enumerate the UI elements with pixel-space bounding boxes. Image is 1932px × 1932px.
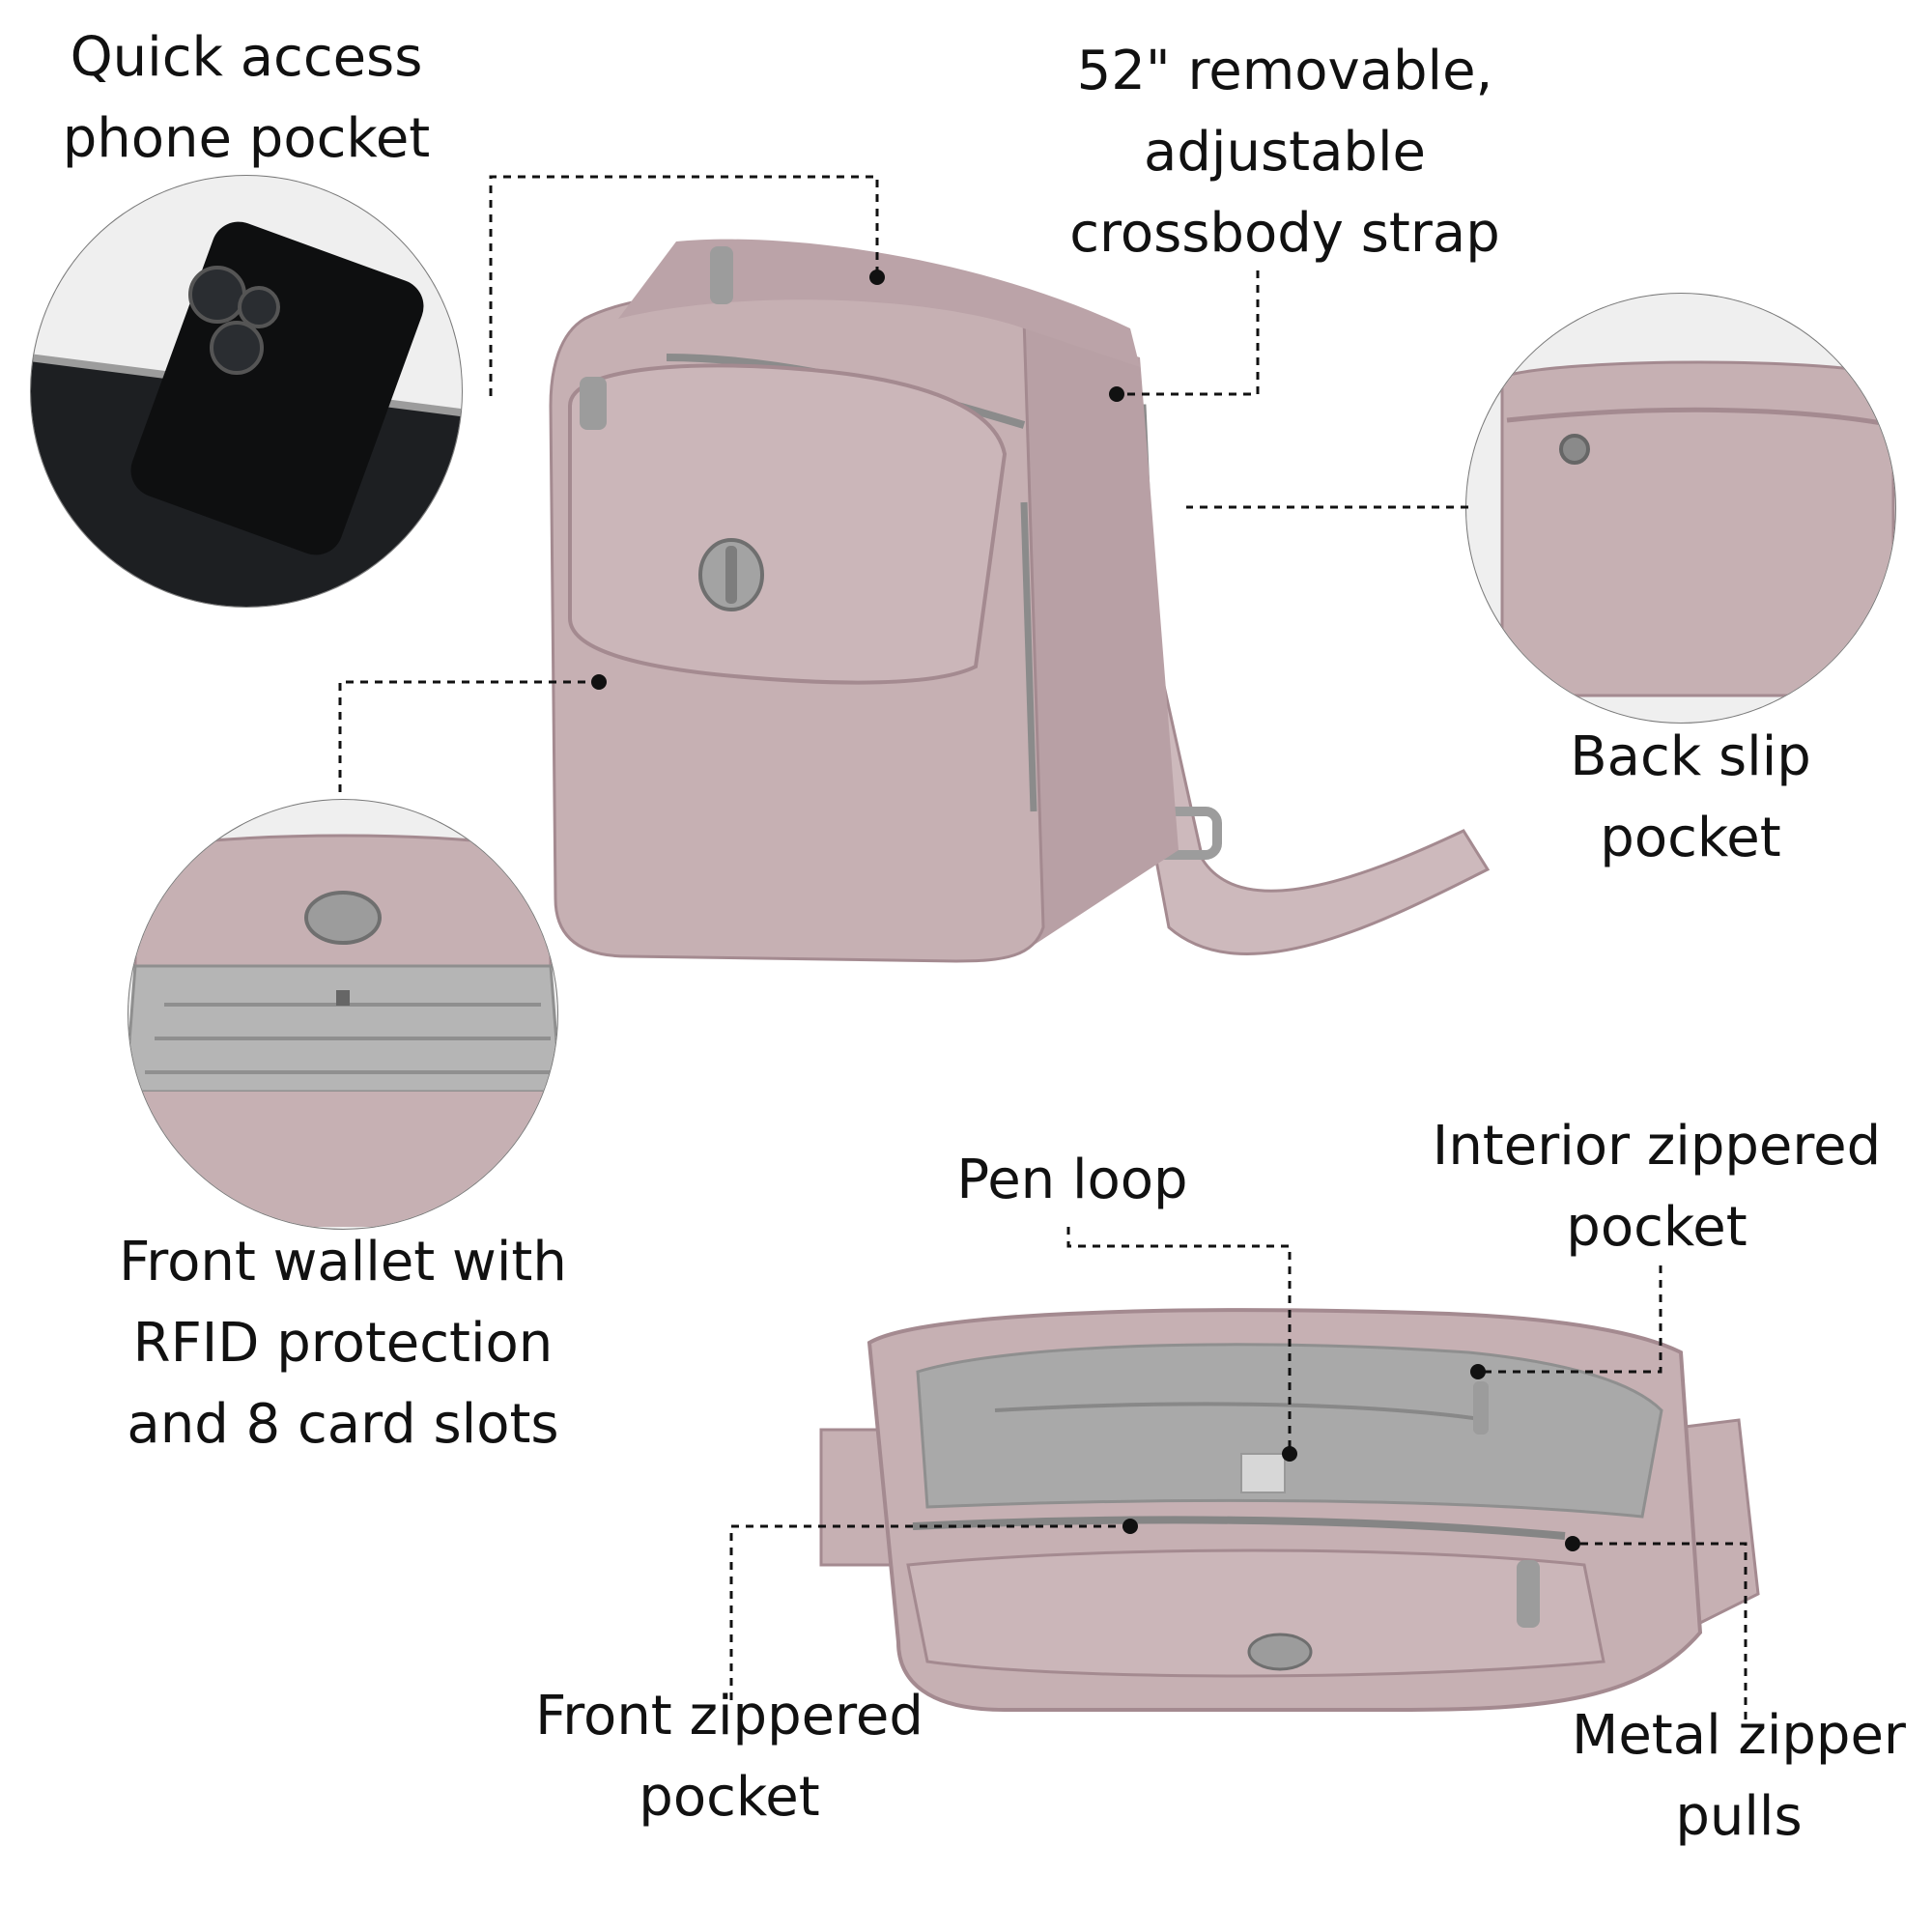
callout-line: Interior zippered bbox=[1432, 1115, 1882, 1178]
bag-top-panel bbox=[618, 239, 1140, 367]
callout-line: pocket bbox=[1566, 1196, 1747, 1259]
leader-phone-pocket bbox=[489, 175, 879, 396]
callout-line: Back slip bbox=[1570, 725, 1811, 788]
callout-pen-loop: Pen loop bbox=[918, 1140, 1227, 1221]
callout-line: RFID protection bbox=[132, 1312, 554, 1375]
zipper-pull bbox=[710, 246, 733, 304]
callout-line: Front wallet with bbox=[119, 1231, 567, 1293]
callout-line: crossbody strap bbox=[1069, 202, 1500, 265]
callout-wallet: Front wallet with RFID protection and 8 … bbox=[97, 1222, 589, 1465]
callout-strap: 52" removable, adjustable crossbody stra… bbox=[1014, 31, 1555, 274]
callout-line: pocket bbox=[639, 1766, 820, 1829]
callout-back-pocket: Back slip pocket bbox=[1526, 717, 1855, 879]
leader-zipper-pulls bbox=[1573, 1542, 1747, 1719]
zipper-pull bbox=[580, 377, 607, 430]
callout-line: Quick access bbox=[70, 26, 423, 89]
leader-interior-pocket bbox=[1478, 1265, 1662, 1374]
callout-line: pulls bbox=[1675, 1785, 1803, 1848]
leader-strap bbox=[1117, 270, 1260, 396]
callout-line: pocket bbox=[1600, 807, 1781, 869]
side-zipper bbox=[1020, 501, 1037, 812]
leader-dots bbox=[591, 270, 1580, 1551]
inset-back-pocket bbox=[1465, 293, 1896, 724]
callout-line: Front zippered bbox=[535, 1685, 923, 1747]
main-bag-image bbox=[549, 239, 1491, 963]
leader-front-zip-pocket bbox=[729, 1524, 1130, 1700]
callout-line: 52" removable, bbox=[1076, 40, 1493, 102]
callout-line: adjustable bbox=[1144, 121, 1426, 184]
callout-zipper-pulls: Metal zipper pulls bbox=[1546, 1695, 1932, 1858]
callout-line: and 8 card slots bbox=[127, 1393, 559, 1456]
callout-phone-pocket: Quick access phone pocket bbox=[48, 17, 444, 180]
leader-wallet bbox=[338, 680, 599, 792]
bag-side-panel bbox=[1005, 319, 1179, 952]
pen-loop bbox=[1240, 1453, 1286, 1493]
front-flap bbox=[568, 363, 1008, 685]
crossbody-strap bbox=[1109, 596, 1491, 955]
callout-front-zip-pocket: Front zippered pocket bbox=[502, 1676, 956, 1838]
inset-wallet bbox=[128, 799, 558, 1230]
inset-phone-pocket bbox=[30, 175, 463, 608]
leader-lines bbox=[338, 175, 1747, 1719]
callout-line: Pen loop bbox=[956, 1149, 1188, 1211]
callout-line: Metal zipper bbox=[1572, 1704, 1906, 1767]
callout-interior-pocket: Interior zippered pocket bbox=[1396, 1106, 1918, 1268]
callout-line: phone pocket bbox=[62, 107, 431, 170]
